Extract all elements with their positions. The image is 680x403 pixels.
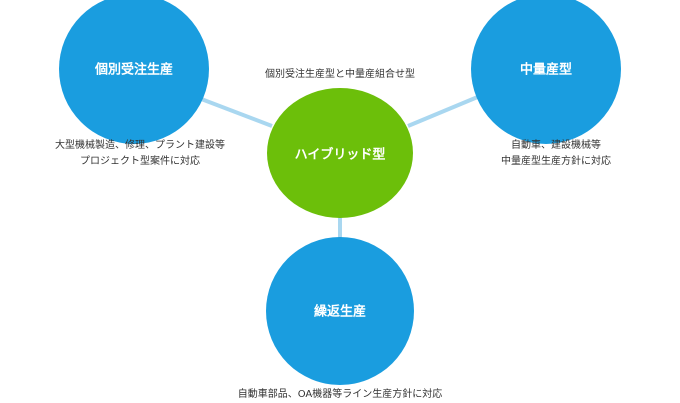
node-churyosan xyxy=(471,0,621,144)
node-hybrid-label: ハイブリッド型 xyxy=(295,147,386,163)
caption-top-left-line1: 大型機械製造、修理、プラント建設等 xyxy=(55,138,225,151)
node-kobetsu-juchu-label: 個別受注生産 xyxy=(94,62,173,78)
node-kobetsu-juchu xyxy=(59,0,209,144)
caption-top-left-line2: プロジェクト型案件に対応 xyxy=(80,154,200,167)
node-kurikaeshi xyxy=(266,237,414,385)
caption-bottom: 自動車部品、OA機器等ライン生産方針に対応 xyxy=(238,387,443,400)
caption-center: 個別受注生産型と中量産組合せ型 xyxy=(265,67,415,80)
node-hybrid xyxy=(267,88,413,218)
connector-top-left xyxy=(195,95,273,128)
node-churyosan-label: 中量産型 xyxy=(520,62,572,78)
caption-top-right-line2: 中量産型生産方針に対応 xyxy=(501,154,611,167)
caption-top-right-line1: 自動車、建設機械等 xyxy=(511,138,601,151)
connector-top-right xyxy=(407,94,481,128)
node-kurikaeshi-label: 繰返生産 xyxy=(314,304,366,320)
